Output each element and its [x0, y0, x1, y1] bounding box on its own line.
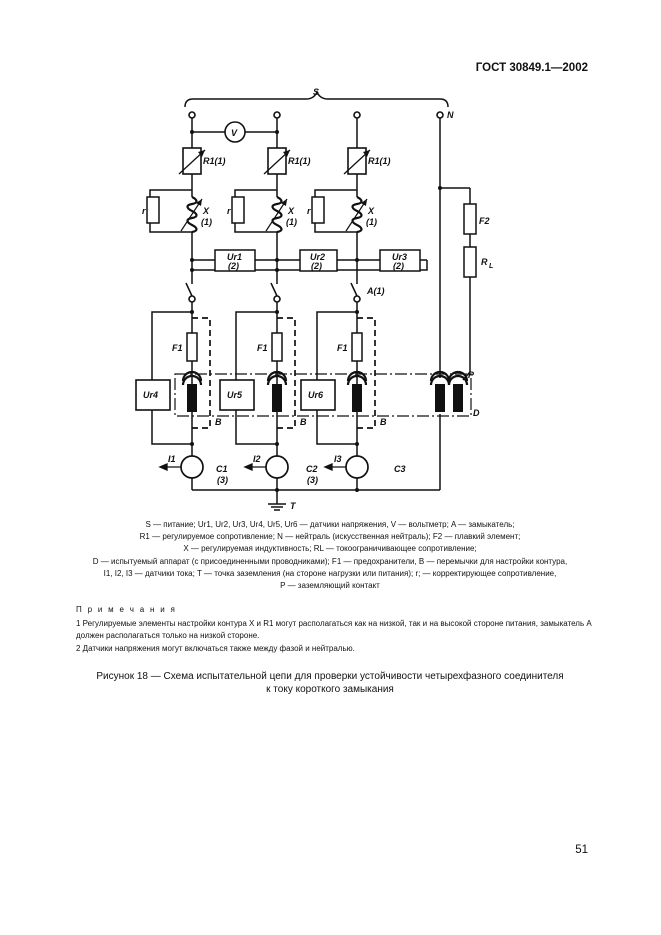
symbol-legend: S — питание; Ur1, Ur2, Ur3, Ur4, Ur5, Ur…: [40, 519, 620, 592]
figure-caption: Рисунок 18 — Схема испытательной цепи дл…: [40, 671, 620, 696]
fuse-f1-2: [271, 332, 283, 362]
device-under-test-boundary: [174, 373, 472, 417]
notes-heading: П р и м е ч а н и я: [76, 605, 177, 614]
voltage-sensor-ur2: [299, 249, 338, 272]
label-x-3: X: [367, 206, 375, 216]
note-item: 1 Регулируемые элементы настройки контур…: [76, 618, 592, 641]
neutral-line: [439, 118, 471, 490]
note-item: 2 Датчики напряжения могут включаться та…: [76, 643, 355, 653]
label-x-1: X: [202, 206, 210, 216]
label-x-sub-3: (1): [366, 217, 377, 227]
voltage-sensor-ur5: [219, 379, 255, 411]
voltmeter: [224, 121, 246, 143]
caption-line-2: к току короткого замыкания: [266, 683, 394, 695]
label-ur3-sub: (2): [393, 261, 404, 271]
label-x-2: X: [287, 206, 295, 216]
phase-3-line: [350, 118, 358, 490]
legend-line: P — заземляющий контакт: [280, 581, 380, 591]
voltage-sensor-ur3: [379, 249, 421, 272]
label-rl: R: [481, 257, 488, 267]
label-r1-2: R1(1): [288, 156, 311, 166]
legend-line: R1 — регулируемое сопротивление; N — ней…: [139, 532, 521, 542]
current-sensor-i2: [265, 455, 289, 479]
legend-line: D — испытуемый аппарат (с присоединенным…: [92, 556, 568, 566]
label-r-1: r: [142, 206, 146, 216]
fuse-f1-1: [186, 332, 198, 362]
label-c1: C1: [216, 464, 228, 474]
label-f1-3: F1: [337, 343, 348, 353]
label-n: N: [447, 110, 454, 120]
label-c2-sub: (3): [307, 475, 318, 485]
current-sensor-i3: [345, 455, 369, 479]
label-b-2: B: [300, 417, 307, 427]
fuse-f2: [463, 203, 477, 235]
label-i3: I3: [334, 454, 342, 464]
voltage-sensor-ur6: [300, 379, 336, 411]
voltage-sensor-ur1: [214, 249, 256, 272]
voltage-sensor-ur4: [135, 379, 171, 411]
label-ur4: Ur4: [143, 390, 158, 400]
page-number: 51: [575, 844, 588, 856]
label-i1: I1: [168, 454, 176, 464]
label-r-2: r: [227, 206, 231, 216]
label-f1-2: F1: [257, 343, 268, 353]
supply-brace: [184, 90, 449, 108]
current-sensor-i1: [180, 455, 204, 479]
label-f1-1: F1: [172, 343, 183, 353]
legend-line: I1, I2, I3 — датчики тока; T — точка заз…: [103, 568, 557, 578]
label-a: A(1): [366, 286, 385, 296]
label-ur2: Ur2: [310, 252, 325, 262]
legend-line: S — питание; Ur1, Ur2, Ur3, Ur4, Ur5, Ur…: [145, 520, 515, 529]
label-rl-sub: L: [489, 263, 493, 270]
label-ur5: Ur5: [227, 390, 243, 400]
label-ur1-sub: (2): [228, 261, 239, 271]
label-x-sub-1: (1): [201, 217, 212, 227]
test-circuit-diagram: S N V R1(1) R1(1) R1(1) r r r X (1) X (1…: [135, 87, 493, 511]
label-ur2-sub: (2): [311, 261, 322, 271]
label-x-sub-2: (1): [286, 217, 297, 227]
standard-number: ГОСТ 30849.1—2002: [475, 62, 588, 74]
label-c3: C3: [394, 464, 406, 474]
label-f2: F2: [479, 216, 490, 226]
label-r-3: r: [307, 206, 311, 216]
label-c2: C2: [306, 464, 318, 474]
label-c1-sub: (3): [217, 475, 228, 485]
legend-line: X — регулируемая индуктивность; RL — ток…: [183, 544, 477, 554]
label-ur3: Ur3: [392, 252, 407, 262]
notes-block: П р и м е ч а н и я 1 Регулируемые элеме…: [76, 604, 596, 655]
label-s: S: [313, 87, 319, 97]
label-ur6: Ur6: [308, 390, 324, 400]
label-r1-3: R1(1): [368, 156, 391, 166]
fuse-f1-3: [351, 332, 363, 362]
label-t: T: [290, 501, 297, 511]
label-i2: I2: [253, 454, 261, 464]
resistor-rl: [463, 246, 477, 278]
caption-line-1: Рисунок 18 — Схема испытательной цепи дл…: [96, 671, 564, 682]
label-b-3: B: [380, 417, 387, 427]
label-r1-1: R1(1): [203, 156, 226, 166]
label-v: V: [231, 128, 238, 138]
label-d: D: [473, 408, 480, 418]
label-p: P: [468, 370, 475, 380]
label-b-1: B: [215, 417, 222, 427]
label-ur1: Ur1: [227, 252, 242, 262]
